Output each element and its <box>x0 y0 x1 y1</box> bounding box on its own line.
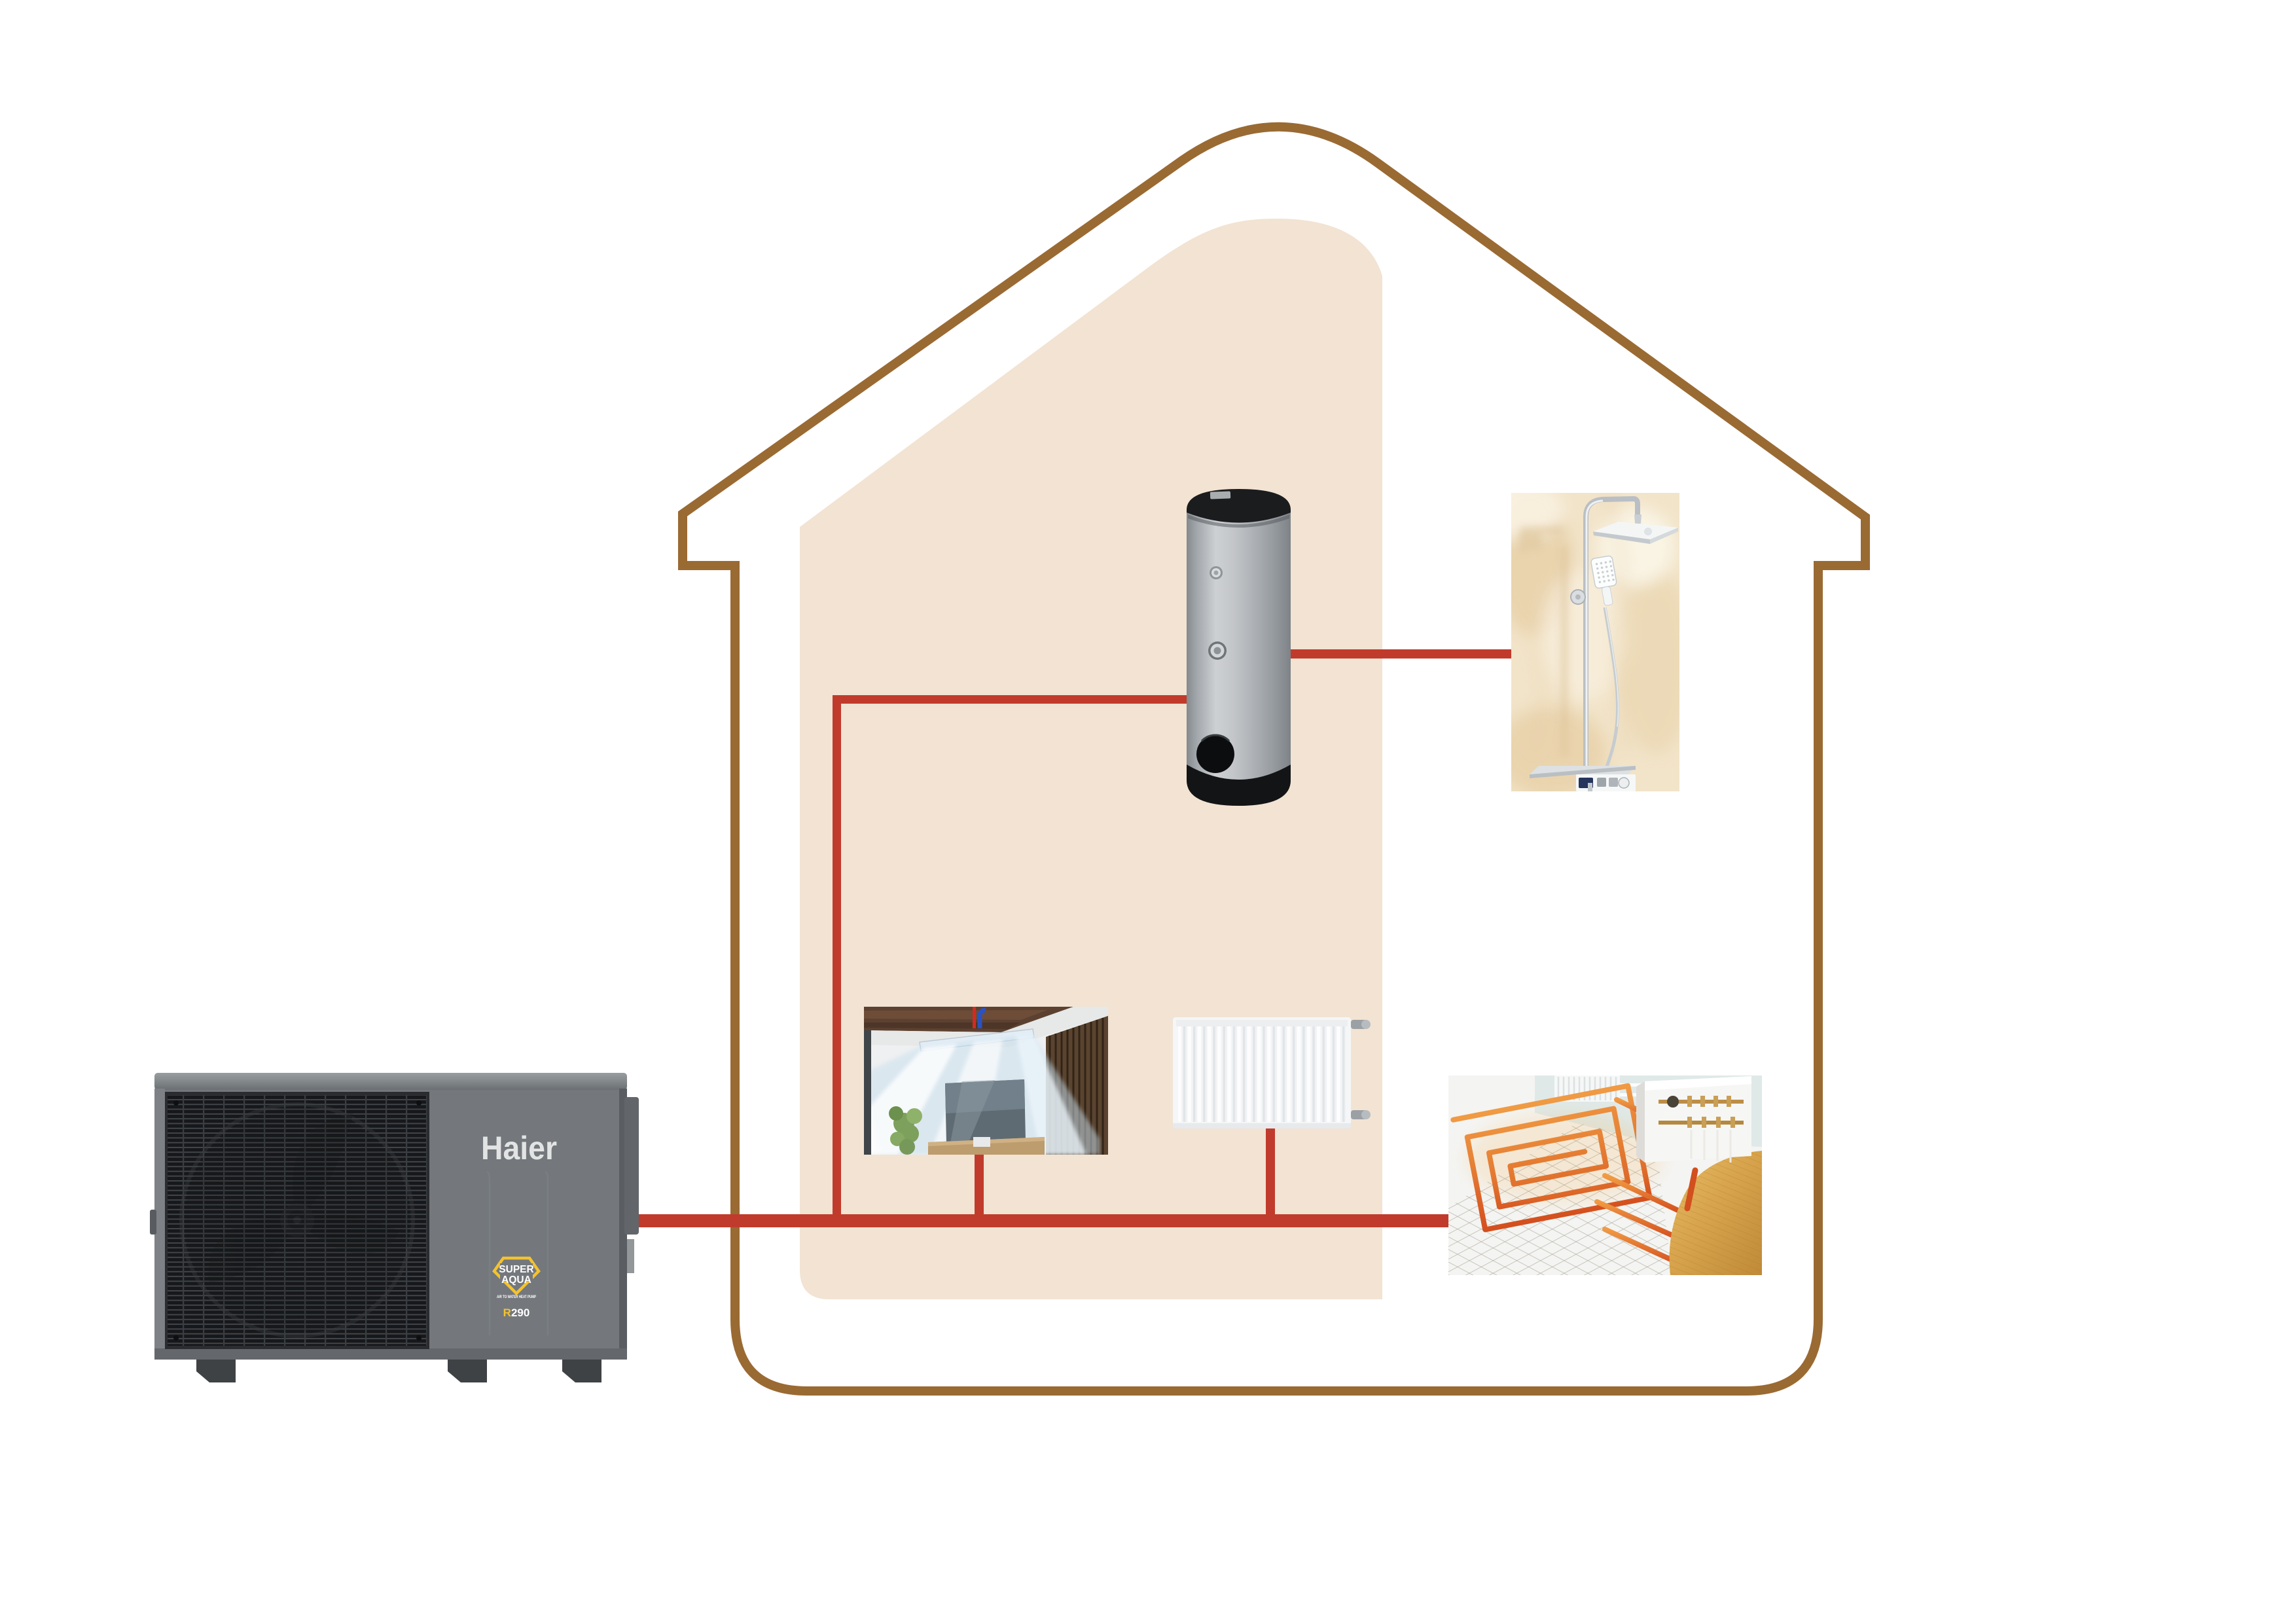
svg-text:AQUA: AQUA <box>501 1274 531 1286</box>
svg-text:Haier: Haier <box>481 1130 557 1166</box>
svg-text:AIR TO WATER HEAT PUMP: AIR TO WATER HEAT PUMP <box>497 1295 536 1299</box>
svg-text:R290: R290 <box>503 1307 530 1319</box>
svg-text:SUPER: SUPER <box>499 1264 533 1275</box>
